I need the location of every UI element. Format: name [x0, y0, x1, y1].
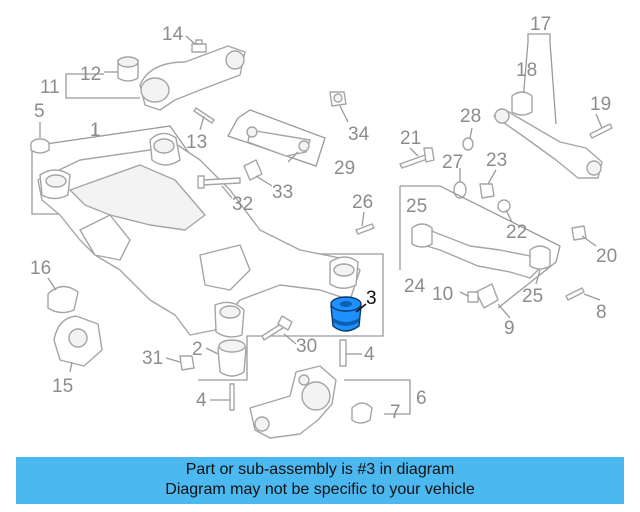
callout-29: 29	[334, 158, 355, 179]
callout-30: 30	[296, 336, 317, 357]
crossmember	[37, 132, 361, 338]
bolt-4-right	[339, 339, 347, 367]
bolt-26	[355, 223, 375, 235]
callout-9: 9	[504, 318, 515, 339]
callout-25-lower: 25	[522, 286, 543, 307]
callout-17: 17	[530, 14, 551, 35]
callout-2: 2	[192, 339, 203, 360]
callout-23: 23	[486, 150, 507, 171]
callout-5: 5	[34, 101, 45, 122]
callout-11: 11	[40, 77, 60, 98]
callout-25-upper: 25	[406, 196, 427, 217]
callout-27: 27	[442, 152, 463, 173]
nut-10	[467, 291, 479, 303]
callout-labels: 1 14 12 11 5 13 34 29 33 32 26 3 2 4 30 …	[30, 14, 617, 423]
bolt-8	[565, 287, 585, 301]
callout-16: 16	[30, 258, 51, 279]
nut-23	[479, 183, 495, 199]
callout-20: 20	[596, 246, 617, 267]
callout-3: 3	[366, 288, 377, 309]
callout-4-right: 4	[364, 344, 375, 365]
washer-22	[497, 199, 511, 213]
nut-31	[179, 355, 195, 371]
callout-18: 18	[516, 60, 537, 81]
callout-12: 12	[80, 64, 101, 85]
bushing-25b	[529, 245, 551, 270]
callout-8: 8	[596, 302, 607, 323]
banner-part-line: Part or sub-assembly is #3 in diagram	[185, 461, 455, 478]
bolt-19	[589, 123, 613, 139]
bolt-32	[197, 175, 241, 189]
callout-10: 10	[432, 284, 453, 305]
callout-1: 1	[90, 120, 101, 141]
bolt-13	[193, 107, 215, 124]
callout-32: 32	[232, 194, 253, 215]
bushing-25a	[411, 223, 433, 248]
bolt-4-lower	[229, 383, 235, 411]
washer-28	[462, 137, 474, 151]
callout-13: 13	[186, 132, 207, 153]
callout-4-lower: 4	[196, 390, 207, 411]
parts-diagram: 1 14 12 11 5 13 34 29 33 32 26 3 2 4 30 …	[30, 14, 617, 439]
bolt-21	[399, 147, 435, 169]
bushing-2	[217, 339, 247, 377]
banner-disclaimer-line: Diagram may not be specific to your vehi…	[165, 481, 475, 498]
callout-6: 6	[416, 388, 427, 409]
bolt-30	[261, 315, 293, 341]
mount-16	[47, 285, 79, 314]
bushing-18	[511, 91, 533, 116]
cap-5	[30, 138, 50, 154]
bushing-7	[351, 402, 373, 424]
leader-lines	[39, 35, 603, 401]
callout-22: 22	[506, 222, 527, 243]
bracket-33	[243, 159, 263, 181]
info-banner: Part or sub-assembly is #3 in diagram Di…	[16, 457, 624, 504]
bracket-9	[475, 283, 499, 309]
upper-control-arm	[117, 45, 246, 111]
bracket-15	[53, 315, 103, 367]
callout-33: 33	[272, 182, 293, 203]
bolt-14	[191, 39, 207, 53]
bushing-3	[330, 296, 362, 332]
callout-28: 28	[460, 106, 481, 127]
lower-arm-17	[493, 33, 603, 179]
callout-24: 24	[404, 276, 426, 297]
callout-19: 19	[590, 94, 611, 115]
callout-34: 34	[348, 124, 370, 145]
knuckle-6	[249, 365, 411, 439]
callout-31: 31	[142, 348, 163, 369]
callout-7: 7	[390, 402, 401, 423]
callout-15: 15	[52, 376, 73, 397]
link-29	[227, 109, 326, 167]
nut-34	[329, 91, 347, 107]
callout-14: 14	[162, 24, 184, 45]
callout-26: 26	[352, 192, 373, 213]
callout-21: 21	[400, 128, 421, 149]
